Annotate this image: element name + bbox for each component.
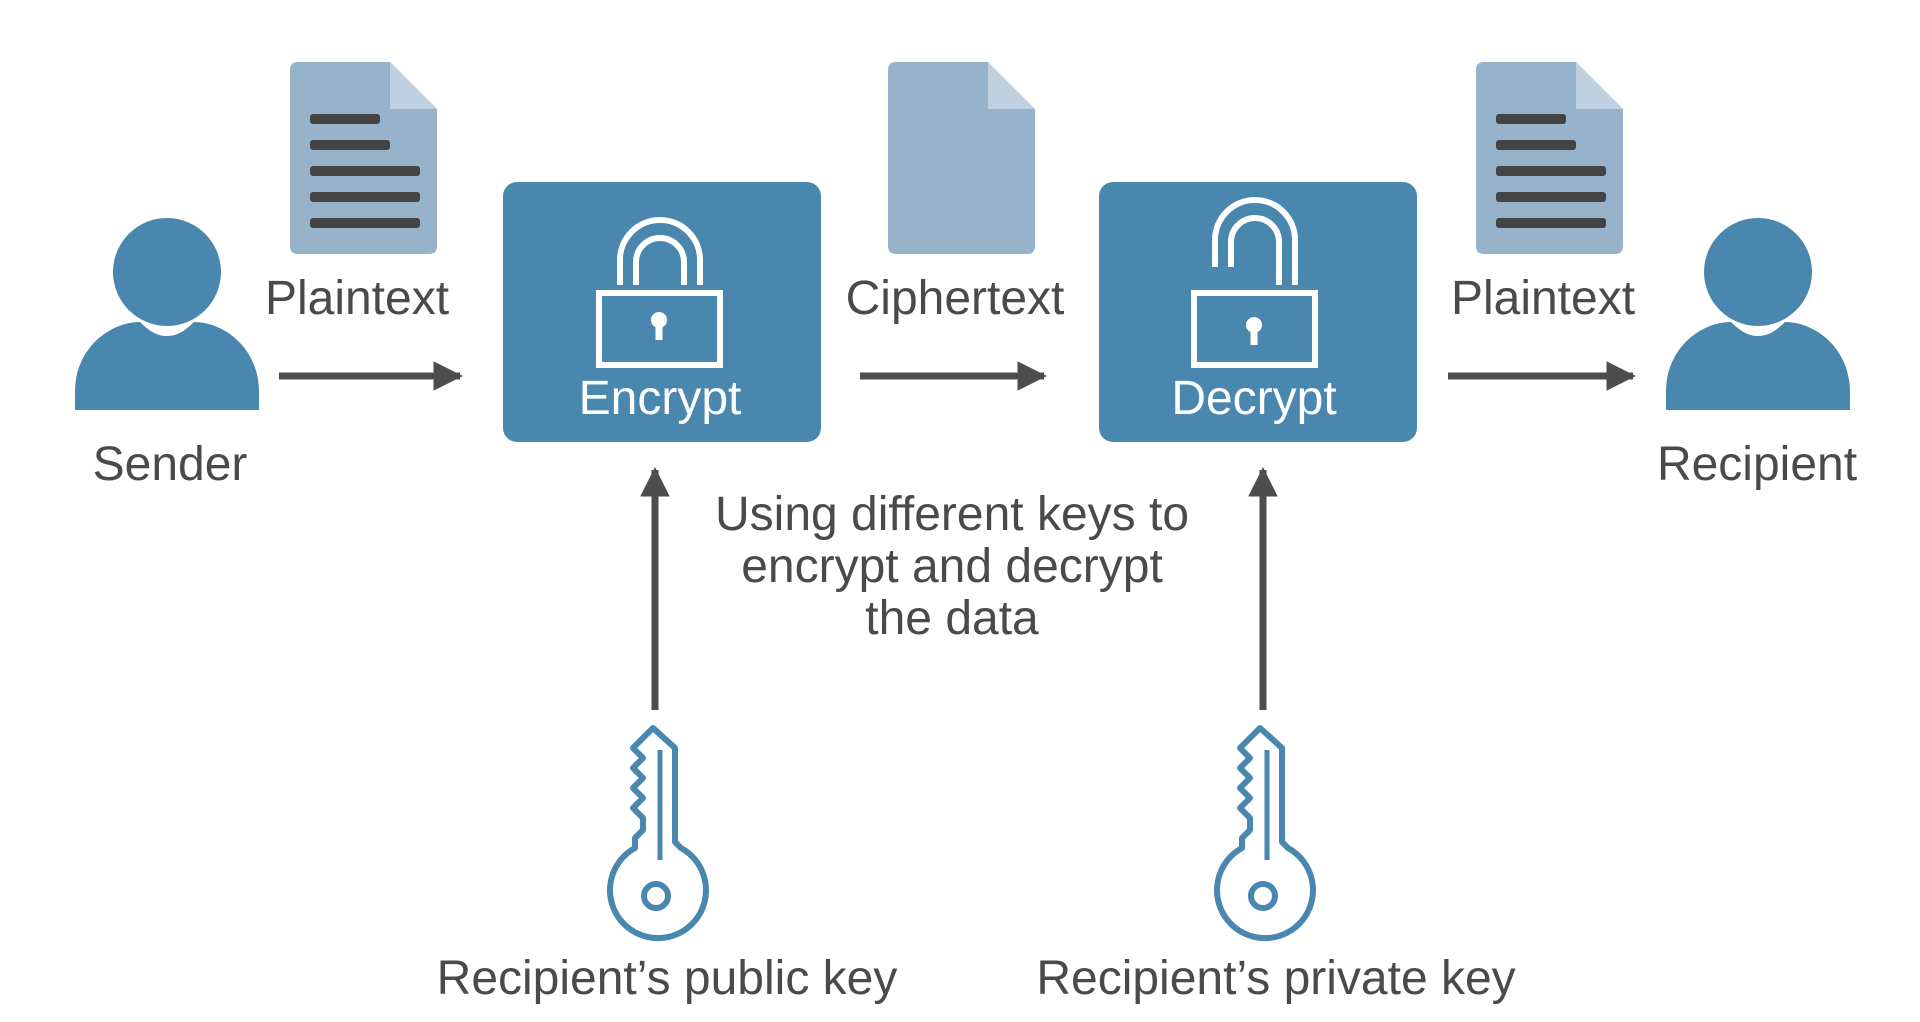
- encrypt-process: Encrypt: [503, 182, 821, 442]
- plaintext-in-label: Plaintext: [265, 272, 449, 325]
- plaintext-out-node: Plaintext: [1451, 62, 1635, 325]
- padlock-closed-icon: [596, 217, 723, 368]
- plaintext-out-document-lines-icon: [1476, 62, 1623, 254]
- private-key-node: Recipient’s private key: [1036, 725, 1516, 1005]
- encrypt-box: [503, 182, 821, 442]
- private-key-icon: [1214, 725, 1316, 942]
- public-key-node: Recipient’s public key: [437, 725, 898, 1005]
- private-key-label: Recipient’s private key: [1036, 952, 1515, 1005]
- recipient-person-icon: [1666, 218, 1850, 410]
- note-line-2: encrypt and decrypt: [741, 540, 1163, 593]
- recipient-node: Recipient: [1657, 218, 1857, 491]
- decrypt-label: Decrypt: [1171, 372, 1336, 425]
- decrypt-box: [1099, 182, 1417, 442]
- ciphertext-document-blank-icon: [888, 62, 1035, 254]
- sender-label: Sender: [93, 438, 248, 491]
- ciphertext-label: Ciphertext: [846, 272, 1065, 325]
- sender-node: Sender: [75, 218, 259, 491]
- plaintext-in-document-lines-icon: [290, 62, 437, 254]
- note-line-1: Using different keys to: [715, 488, 1189, 541]
- sender-person-icon: [75, 218, 259, 410]
- public-key-label: Recipient’s public key: [437, 952, 898, 1005]
- padlock-open-icon: [1191, 197, 1318, 368]
- note-text: Using different keys to encrypt and decr…: [715, 488, 1189, 645]
- decrypt-process: Decrypt: [1099, 182, 1417, 442]
- encrypt-label: Encrypt: [579, 372, 742, 425]
- plaintext-in-node: Plaintext: [265, 62, 449, 325]
- plaintext-out-label: Plaintext: [1451, 272, 1635, 325]
- ciphertext-node: Ciphertext: [846, 62, 1065, 325]
- note-line-3: the data: [865, 592, 1039, 645]
- recipient-label: Recipient: [1657, 438, 1857, 491]
- public-key-icon: [607, 725, 709, 942]
